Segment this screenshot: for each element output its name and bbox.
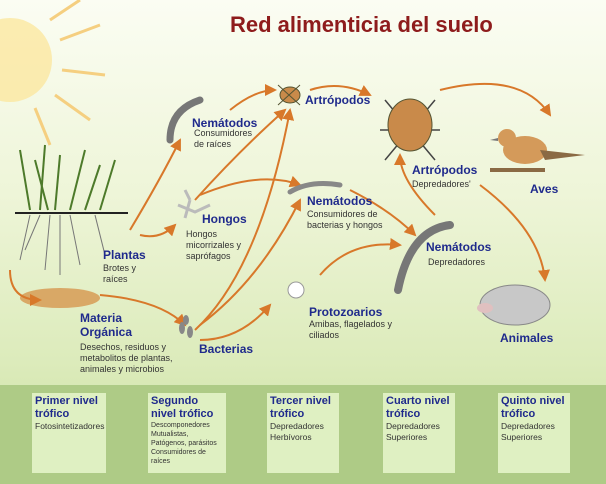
node-animales: Animales (500, 331, 554, 345)
node-nematodos-bacterias-desc: Consumidores de bacterias y hongos (307, 209, 383, 230)
level-desc: Depredadores (386, 421, 440, 431)
node-plantas: Plantas (103, 248, 146, 262)
level-2: Segundo nivel trófico Descomponedores Mu… (148, 393, 226, 473)
nematode-icon (287, 181, 343, 195)
roots-icon (19, 214, 106, 275)
fungi-icon (177, 189, 211, 219)
sun-icon (0, 0, 106, 146)
organic-matter-icon (20, 288, 100, 308)
bacteria-icon (179, 315, 193, 338)
level-desc: Depredadores (501, 421, 555, 431)
nematode-icon (166, 96, 204, 144)
level-desc: Herbívoros (270, 432, 312, 442)
level-desc: Depredadores (270, 421, 324, 431)
node-bacterias: Bacterias (199, 342, 254, 356)
node-materia: Materia Orgánica (80, 311, 133, 339)
level-desc: Descomponedores (151, 422, 210, 429)
node-artropodos: Artrópodos (305, 93, 371, 107)
node-nematodos-depredadores: Nemátodos (426, 240, 492, 254)
node-materia-desc: Desechos, residuos y metabolitos de plan… (80, 342, 173, 374)
predator-arthropod-icon (380, 98, 440, 161)
node-aves: Aves (530, 182, 559, 196)
node-protozoarios: Protozoarios (309, 305, 383, 319)
level-desc: Consumidores de raíces (151, 449, 206, 465)
bird-icon (490, 129, 585, 172)
level-desc: Patógenos, parásitos (151, 440, 217, 447)
plants-icon (19, 144, 116, 211)
level-title: Cuarto nivel trófico (386, 395, 450, 420)
level-title: Quinto nivel trófico (501, 395, 565, 420)
level-4: Cuarto nivel trófico Depredadores Superi… (383, 393, 455, 473)
level-desc: Superiores (386, 432, 428, 442)
level-5: Quinto nivel trófico Depredadores Superi… (498, 393, 570, 473)
level-3: Tercer nivel trófico Depredadores Herbív… (267, 393, 339, 473)
node-nematodos-raices-desc: Consumidores de raíces (194, 128, 253, 149)
node-hongos-desc: Hongos micorrizales y saprófagos (186, 229, 242, 261)
level-desc: Mutualistas, (151, 431, 189, 438)
node-nematodos-depredadores-desc: Depredadores (428, 257, 486, 267)
node-plantas-desc: Brotes y raíces (103, 263, 137, 284)
node-protozoarios-desc: Amibas, flagelados y ciliados (309, 319, 393, 340)
level-desc: Fotosintetizadores (35, 421, 105, 431)
level-desc: Superiores (501, 432, 543, 442)
node-nematodos-bacterias: Nemátodos (307, 194, 373, 208)
arrows (9, 82, 552, 341)
page-title: Red alimenticia del suelo (230, 12, 493, 37)
protozoa-icon (287, 281, 305, 299)
node-hongos: Hongos (202, 212, 247, 226)
arthropod-icon (277, 84, 301, 106)
level-title: Segundo nivel trófico (151, 395, 214, 420)
level-1: Primer nivel trófico Fotosintetizadores (32, 393, 106, 473)
node-artropodos-depredadores-desc: Depredadores' (412, 179, 471, 189)
mole-icon (477, 284, 551, 326)
level-title: Tercer nivel trófico (270, 395, 331, 420)
level-title: Primer nivel trófico (35, 395, 98, 420)
node-artropodos-depredadores: Artrópodos (412, 163, 478, 177)
nematode-icon (394, 221, 454, 294)
node-nematodos-raices: Nemátodos (192, 116, 258, 130)
